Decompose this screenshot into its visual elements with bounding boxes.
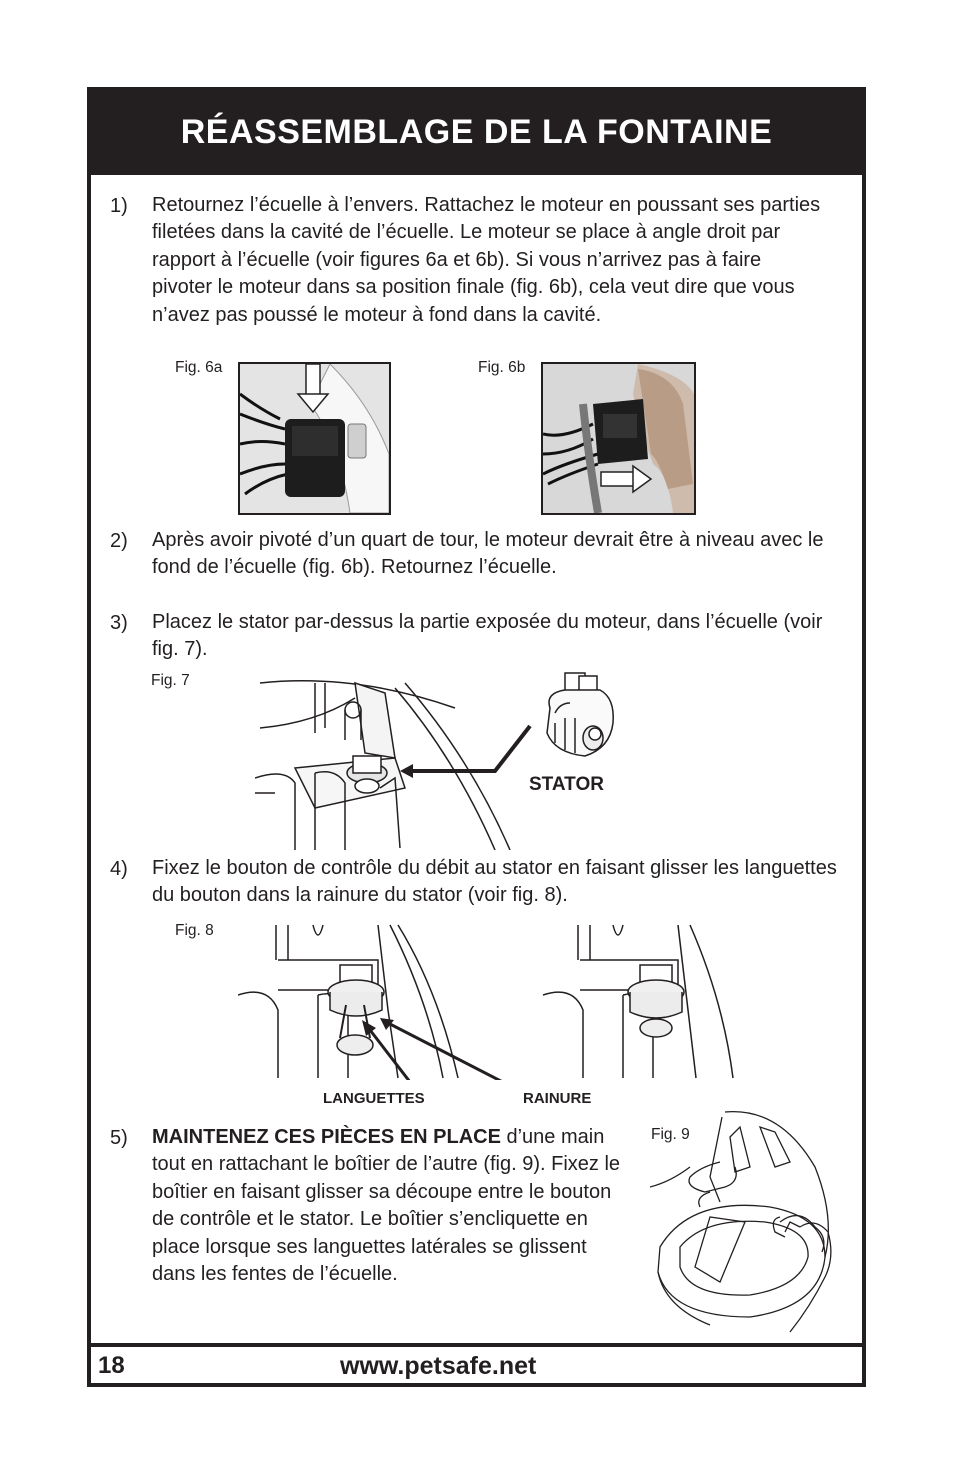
title-bar: RÉASSEMBLAGE DE LA FONTAINE (91, 91, 862, 175)
step-1-number: 1) (110, 195, 128, 217)
step-3-number: 3) (110, 612, 128, 634)
step-1-text: Retournez l’écuelle à l’envers. Rattache… (152, 194, 821, 326)
fig-9-caption: Fig. 9 (651, 1126, 690, 1143)
step-4-text: Fixez le bouton de contrôle du débit au … (152, 857, 837, 907)
fig-6b-photo (541, 362, 696, 515)
rainure-label: RAINURE (523, 1090, 592, 1107)
fig-8-diagram (237, 920, 738, 1097)
step-2-text: Après avoir pivoté d’un quart de tour, l… (152, 529, 824, 579)
step-3-text: Placez le stator par-dessus la partie ex… (152, 611, 823, 661)
fig-7-diagram (254, 668, 675, 851)
website-url: www.petsafe.net (340, 1352, 537, 1380)
step-4-number: 4) (110, 858, 128, 880)
page-title: RÉASSEMBLAGE DE LA FONTAINE (180, 113, 773, 151)
fig-8-caption: Fig. 8 (175, 922, 214, 939)
step-5-number: 5) (110, 1127, 128, 1149)
step-2-number: 2) (110, 530, 128, 552)
fig-6b-caption: Fig. 6b (478, 359, 526, 376)
stator-label: STATOR (529, 774, 604, 795)
fig-6a-photo (238, 362, 391, 515)
footer-rule (87, 1343, 866, 1347)
page-number: 18 (98, 1352, 125, 1379)
fig-6a-caption: Fig. 6a (175, 359, 223, 376)
step-5-bold: MAINTENEZ CES PIÈCES EN PLACE (152, 1126, 501, 1148)
page-frame: RÉASSEMBLAGE DE LA FONTAINE (87, 87, 866, 1387)
step-5-text: MAINTENEZ CES PIÈCES EN PLACE d’une main… (152, 1124, 632, 1288)
fig-9-diagram (649, 1107, 840, 1335)
fig-7-caption: Fig. 7 (151, 672, 190, 689)
step-5-rest: d’une main tout en rattachant le boîtier… (152, 1126, 621, 1286)
languettes-label: LANGUETTES (323, 1090, 425, 1107)
